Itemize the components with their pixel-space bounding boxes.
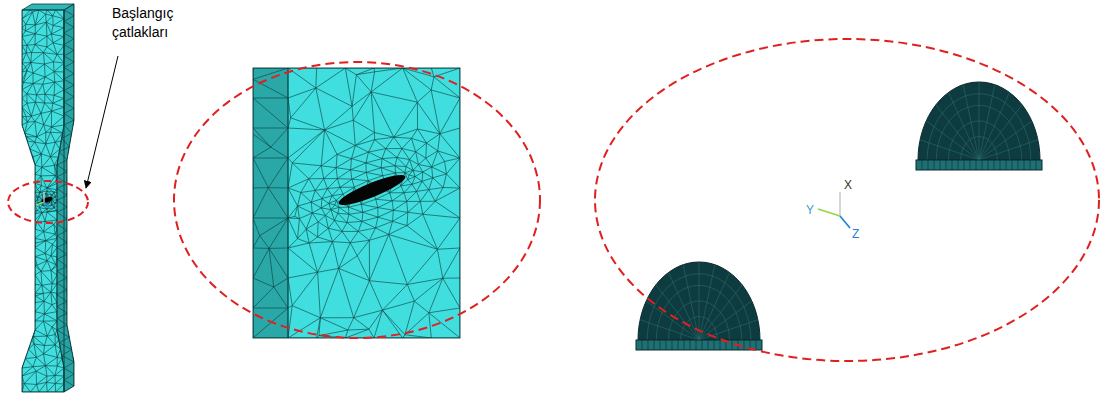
crack-base-line: [654, 340, 655, 350]
crack-base-line: [964, 160, 965, 170]
zoom-edge: [288, 68, 289, 338]
crack-mesh-line: [656, 285, 741, 340]
zoom-outline: [253, 68, 460, 338]
mesh-lines: [22, 10, 66, 392]
crack-base-line: [744, 340, 745, 350]
crack-base-line: [952, 160, 953, 170]
crack-base-line: [928, 160, 929, 170]
crack-mesh: [916, 82, 1042, 170]
zoom-side-mesh: [253, 68, 288, 338]
axis-y-small: [36, 202, 44, 205]
crack-base: [636, 340, 762, 350]
axis-label: Z: [852, 226, 866, 242]
axis-z-small: [44, 202, 49, 207]
crack-mesh-line: [927, 94, 1031, 160]
crack-base-line: [642, 340, 643, 350]
crack-base-line: [756, 340, 757, 350]
zoom-front-mesh: [288, 68, 460, 338]
dashed-highlight: [174, 62, 540, 338]
crack-base-line: [684, 340, 685, 350]
specimen: [22, 4, 74, 392]
axis-triad: [818, 192, 850, 228]
crack-base-line: [702, 340, 703, 350]
crack-mesh: [636, 262, 762, 350]
dashed-highlight: [8, 181, 88, 223]
crack-dome: [918, 82, 1040, 160]
zoom-front-face: [288, 68, 460, 338]
crack-base: [916, 160, 1042, 170]
zoom-mesh: [250, 68, 460, 338]
crack-base-line: [1036, 160, 1037, 170]
leader-arrow: [86, 56, 118, 188]
specimen-outline: [22, 10, 64, 392]
crack-base-line: [958, 160, 959, 170]
dashed-highlight: [595, 39, 1099, 361]
crack-base-line: [946, 160, 947, 170]
crack-base-line: [720, 340, 721, 350]
specimen-mesh: [22, 10, 66, 392]
axis-x: [839, 192, 841, 216]
crack-base-line: [696, 340, 697, 350]
specimen-side-mesh: [57, 4, 74, 392]
axis-x-small: [43, 192, 44, 202]
mesh-lines: [57, 4, 74, 392]
axis-label: Y: [806, 202, 820, 218]
callout-label: Başlangıç çatlakları: [112, 4, 208, 42]
crack-base-line: [940, 160, 941, 170]
crack-base-line: [672, 340, 673, 350]
crack-base-line: [714, 340, 715, 350]
specimen-side-outline: [64, 4, 74, 392]
axis-label: X: [844, 177, 858, 193]
crack-base-line: [678, 340, 679, 350]
mesh-lines: [288, 68, 460, 338]
crack-base-line: [988, 160, 989, 170]
crack: [336, 170, 408, 210]
crack-base-line: [708, 340, 709, 350]
crack-mesh-line: [961, 137, 998, 160]
zoom-side-face: [253, 68, 288, 338]
crack-base-line: [976, 160, 977, 170]
crack-mesh-line: [669, 301, 730, 340]
crack-base-line: [1030, 160, 1031, 170]
crack-base-line: [934, 160, 935, 170]
crack-dome: [638, 262, 760, 340]
crack-base-line: [648, 340, 649, 350]
crack-base-line: [1006, 160, 1007, 170]
crack-base-line: [922, 160, 923, 170]
crack-base-line: [982, 160, 983, 170]
axis-z: [840, 216, 850, 228]
crack-mesh-line: [949, 121, 1010, 160]
crack-meshes: [636, 82, 1042, 350]
crack-base-line: [666, 340, 667, 350]
crack-base-line: [1000, 160, 1001, 170]
crack-base-line: [994, 160, 995, 170]
crack-base-line: [970, 160, 971, 170]
axis-y: [818, 209, 840, 216]
crack-base-line: [1024, 160, 1025, 170]
crack-mesh-line: [936, 105, 1021, 160]
crack-base-line: [660, 340, 661, 350]
crack-base-line: [732, 340, 733, 350]
crack-base-line: [690, 340, 691, 350]
crack-base-line: [1012, 160, 1013, 170]
mesh-lines: [253, 68, 288, 338]
crack-base-line: [1018, 160, 1019, 170]
